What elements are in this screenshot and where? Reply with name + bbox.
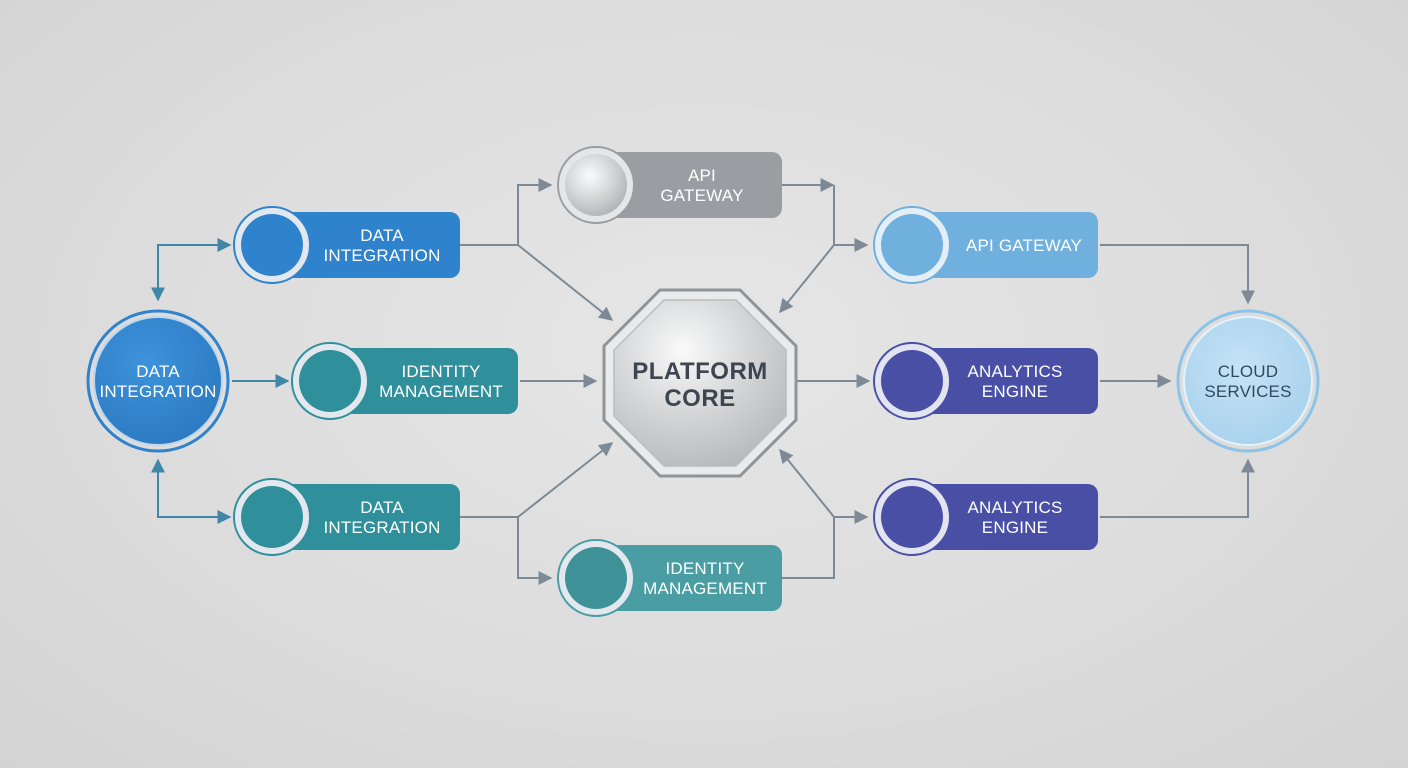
hub-data-integration[interactable]: DATA INTEGRATION <box>86 309 230 453</box>
node-icon-disc <box>299 350 361 412</box>
cloud-label-line2: SERVICES <box>1204 382 1291 401</box>
connectors <box>151 178 1255 585</box>
node-label-line1: IDENTITY <box>401 362 480 381</box>
connector-data-top-to-api-gateway <box>460 178 553 246</box>
connector-data-bottom-to-identity <box>460 516 553 585</box>
connector-data-bottom-to-core <box>517 442 614 518</box>
node-label-line1: DATA <box>360 498 404 517</box>
node-label-line1: API <box>688 166 716 185</box>
node-label-line2: GATEWAY <box>660 186 743 205</box>
cloud-label-line1: CLOUD <box>1218 362 1279 381</box>
connector-analytics-bottom-to-core <box>779 448 835 518</box>
node-label-line1: DATA <box>360 226 404 245</box>
node-label: API GATEWAY <box>966 236 1082 255</box>
node-label-line2: MANAGEMENT <box>643 579 767 598</box>
node-label-line1: ANALYTICS <box>967 362 1062 381</box>
connector-hub-to-data-top <box>151 238 232 302</box>
connector-analytics-bottom-to-cloud <box>1100 458 1255 518</box>
node-analytics-engine-mid[interactable]: ANALYTICS ENGINE <box>873 342 1098 420</box>
hub-label-line1: DATA <box>136 362 180 381</box>
hub-label-line2: INTEGRATION <box>99 382 216 401</box>
connector-api-to-cloud <box>1100 244 1255 305</box>
node-label-line1: IDENTITY <box>665 559 744 578</box>
core-label-line1: PLATFORM <box>632 358 768 385</box>
node-analytics-engine-bottom[interactable]: ANALYTICS ENGINE <box>873 478 1098 556</box>
node-api-gateway-top[interactable]: API GATEWAY <box>557 146 782 224</box>
node-icon-disc <box>565 154 627 216</box>
node-label-line2: ENGINE <box>982 382 1048 401</box>
connector-to-api-gateway-right <box>833 185 869 252</box>
connector-to-analytics-bottom <box>782 510 869 579</box>
node-icon-disc <box>241 486 303 548</box>
node-icon-disc <box>565 547 627 609</box>
node-identity-management-mid[interactable]: IDENTITY MANAGEMENT <box>291 342 518 420</box>
node-icon-disc <box>881 350 943 412</box>
node-identity-management-bottom[interactable]: IDENTITY MANAGEMENT <box>557 539 782 617</box>
node-cloud-services[interactable]: CLOUD SERVICES <box>1176 309 1320 453</box>
connector-api-to-core <box>779 244 835 314</box>
node-label-line2: INTEGRATION <box>323 246 440 265</box>
node-label-line2: ENGINE <box>982 518 1048 537</box>
node-icon-disc <box>881 486 943 548</box>
node-label-line2: MANAGEMENT <box>379 382 503 401</box>
connector-data-top-to-core <box>517 244 614 321</box>
core-label-line2: CORE <box>664 385 735 412</box>
node-data-integration-bottom[interactable]: DATA INTEGRATION <box>233 478 460 556</box>
node-data-integration-top[interactable]: DATA INTEGRATION <box>233 206 460 284</box>
node-label-line1: ANALYTICS <box>967 498 1062 517</box>
node-platform-core[interactable]: PLATFORM CORE <box>602 288 798 478</box>
node-icon-disc <box>881 214 943 276</box>
node-api-gateway-right[interactable]: API GATEWAY <box>873 206 1098 284</box>
node-label-line2: INTEGRATION <box>323 518 440 537</box>
connector-hub-to-data-bottom <box>151 458 232 524</box>
node-icon-disc <box>241 214 303 276</box>
